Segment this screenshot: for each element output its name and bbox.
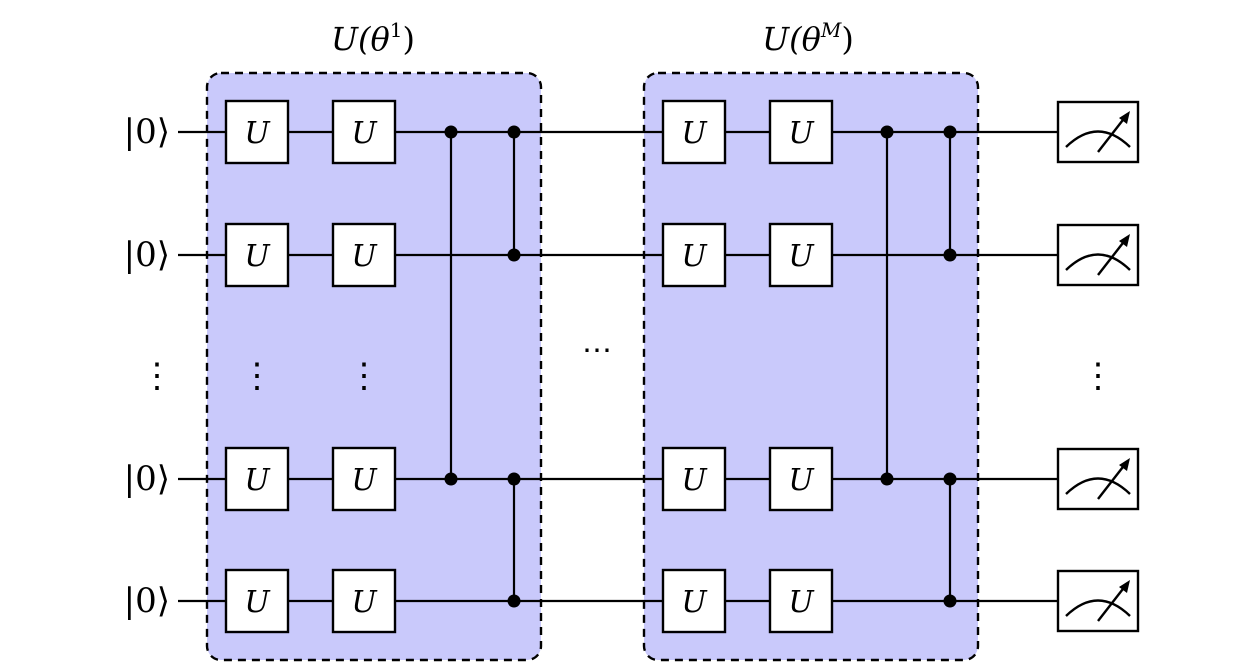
gate-u [768,222,834,288]
gate-label: U [681,116,708,151]
gate-label: U [681,463,708,498]
gate-u [768,446,834,512]
block-1-background [205,71,543,662]
gate-label: U [681,239,708,274]
gate-u [224,568,290,634]
control-dot [507,125,521,139]
gate-label: U [788,585,815,620]
input-vertical-ellipsis: ⋮ [140,356,174,396]
gate-u [661,99,727,165]
input-ket-4: |0⟩ [124,581,170,621]
gate-u [768,568,834,634]
control-dot [507,594,521,608]
block-1-vertical-ellipsis: ⋮ [240,356,274,396]
gate-label: U [244,463,271,498]
control-dot [444,125,458,139]
control-dot [444,472,458,486]
control-dot [943,248,957,262]
gate-label: U [351,116,378,151]
gate-u [224,99,290,165]
gate-u [331,99,397,165]
block-m-title-suffix: ) [841,20,853,58]
block-1-title-suffix: ) [402,20,414,58]
input-ket-2: |0⟩ [124,235,170,275]
control-dot [507,248,521,262]
gate-label: U [351,463,378,498]
control-dot [943,594,957,608]
gate-label: U [788,116,815,151]
block-1-title-prefix: U( [331,20,372,58]
gate-u [661,568,727,634]
gate-u [224,222,290,288]
gate-label: U [351,239,378,274]
gate-label: U [244,585,271,620]
block-1-vertical-ellipsis: ⋮ [347,356,381,396]
measurement-vertical-ellipsis: ⋮ [1081,356,1115,396]
gate-u [661,446,727,512]
between-blocks-ellipsis: ⋯ [582,333,612,368]
gate-label: U [788,239,815,274]
input-ket-1: |0⟩ [124,112,170,152]
block-m-title-prefix: U( [762,20,803,58]
control-dot [943,125,957,139]
measurements: ⋮ [1056,100,1140,633]
block-m-title-sup: M [820,18,842,42]
gate-label: U [244,239,271,274]
block-m-entanglers [880,125,957,608]
control-dot [880,472,894,486]
input-ket-3: |0⟩ [124,459,170,499]
control-dot [507,472,521,486]
gate-label: U [788,463,815,498]
gate-label: U [244,116,271,151]
control-dot [880,125,894,139]
block-m-title: U(θM) [762,18,854,58]
gate-u [768,99,834,165]
block-1-entanglers [444,125,521,608]
meter-icon [1056,100,1140,164]
block-1-title: U(θ1) [331,18,415,58]
block-m-background [642,71,980,662]
block-1-title-var: θ [370,20,389,58]
block-1-title-sup: 1 [390,18,403,42]
gate-u [224,446,290,512]
control-dot [943,472,957,486]
meter-icon [1056,223,1140,287]
meter-icon [1056,447,1140,511]
gate-u [331,222,397,288]
gate-u [661,222,727,288]
gate-u [331,568,397,634]
gate-label: U [681,585,708,620]
block-m-title-var: θ [802,20,821,58]
block-1-gates: U U U U U U U U ⋮ ⋮ [224,99,397,634]
gate-u [331,446,397,512]
gate-label: U [351,585,378,620]
meter-icon [1056,569,1140,633]
block-m-gates: U U U U U U U U [661,99,834,634]
